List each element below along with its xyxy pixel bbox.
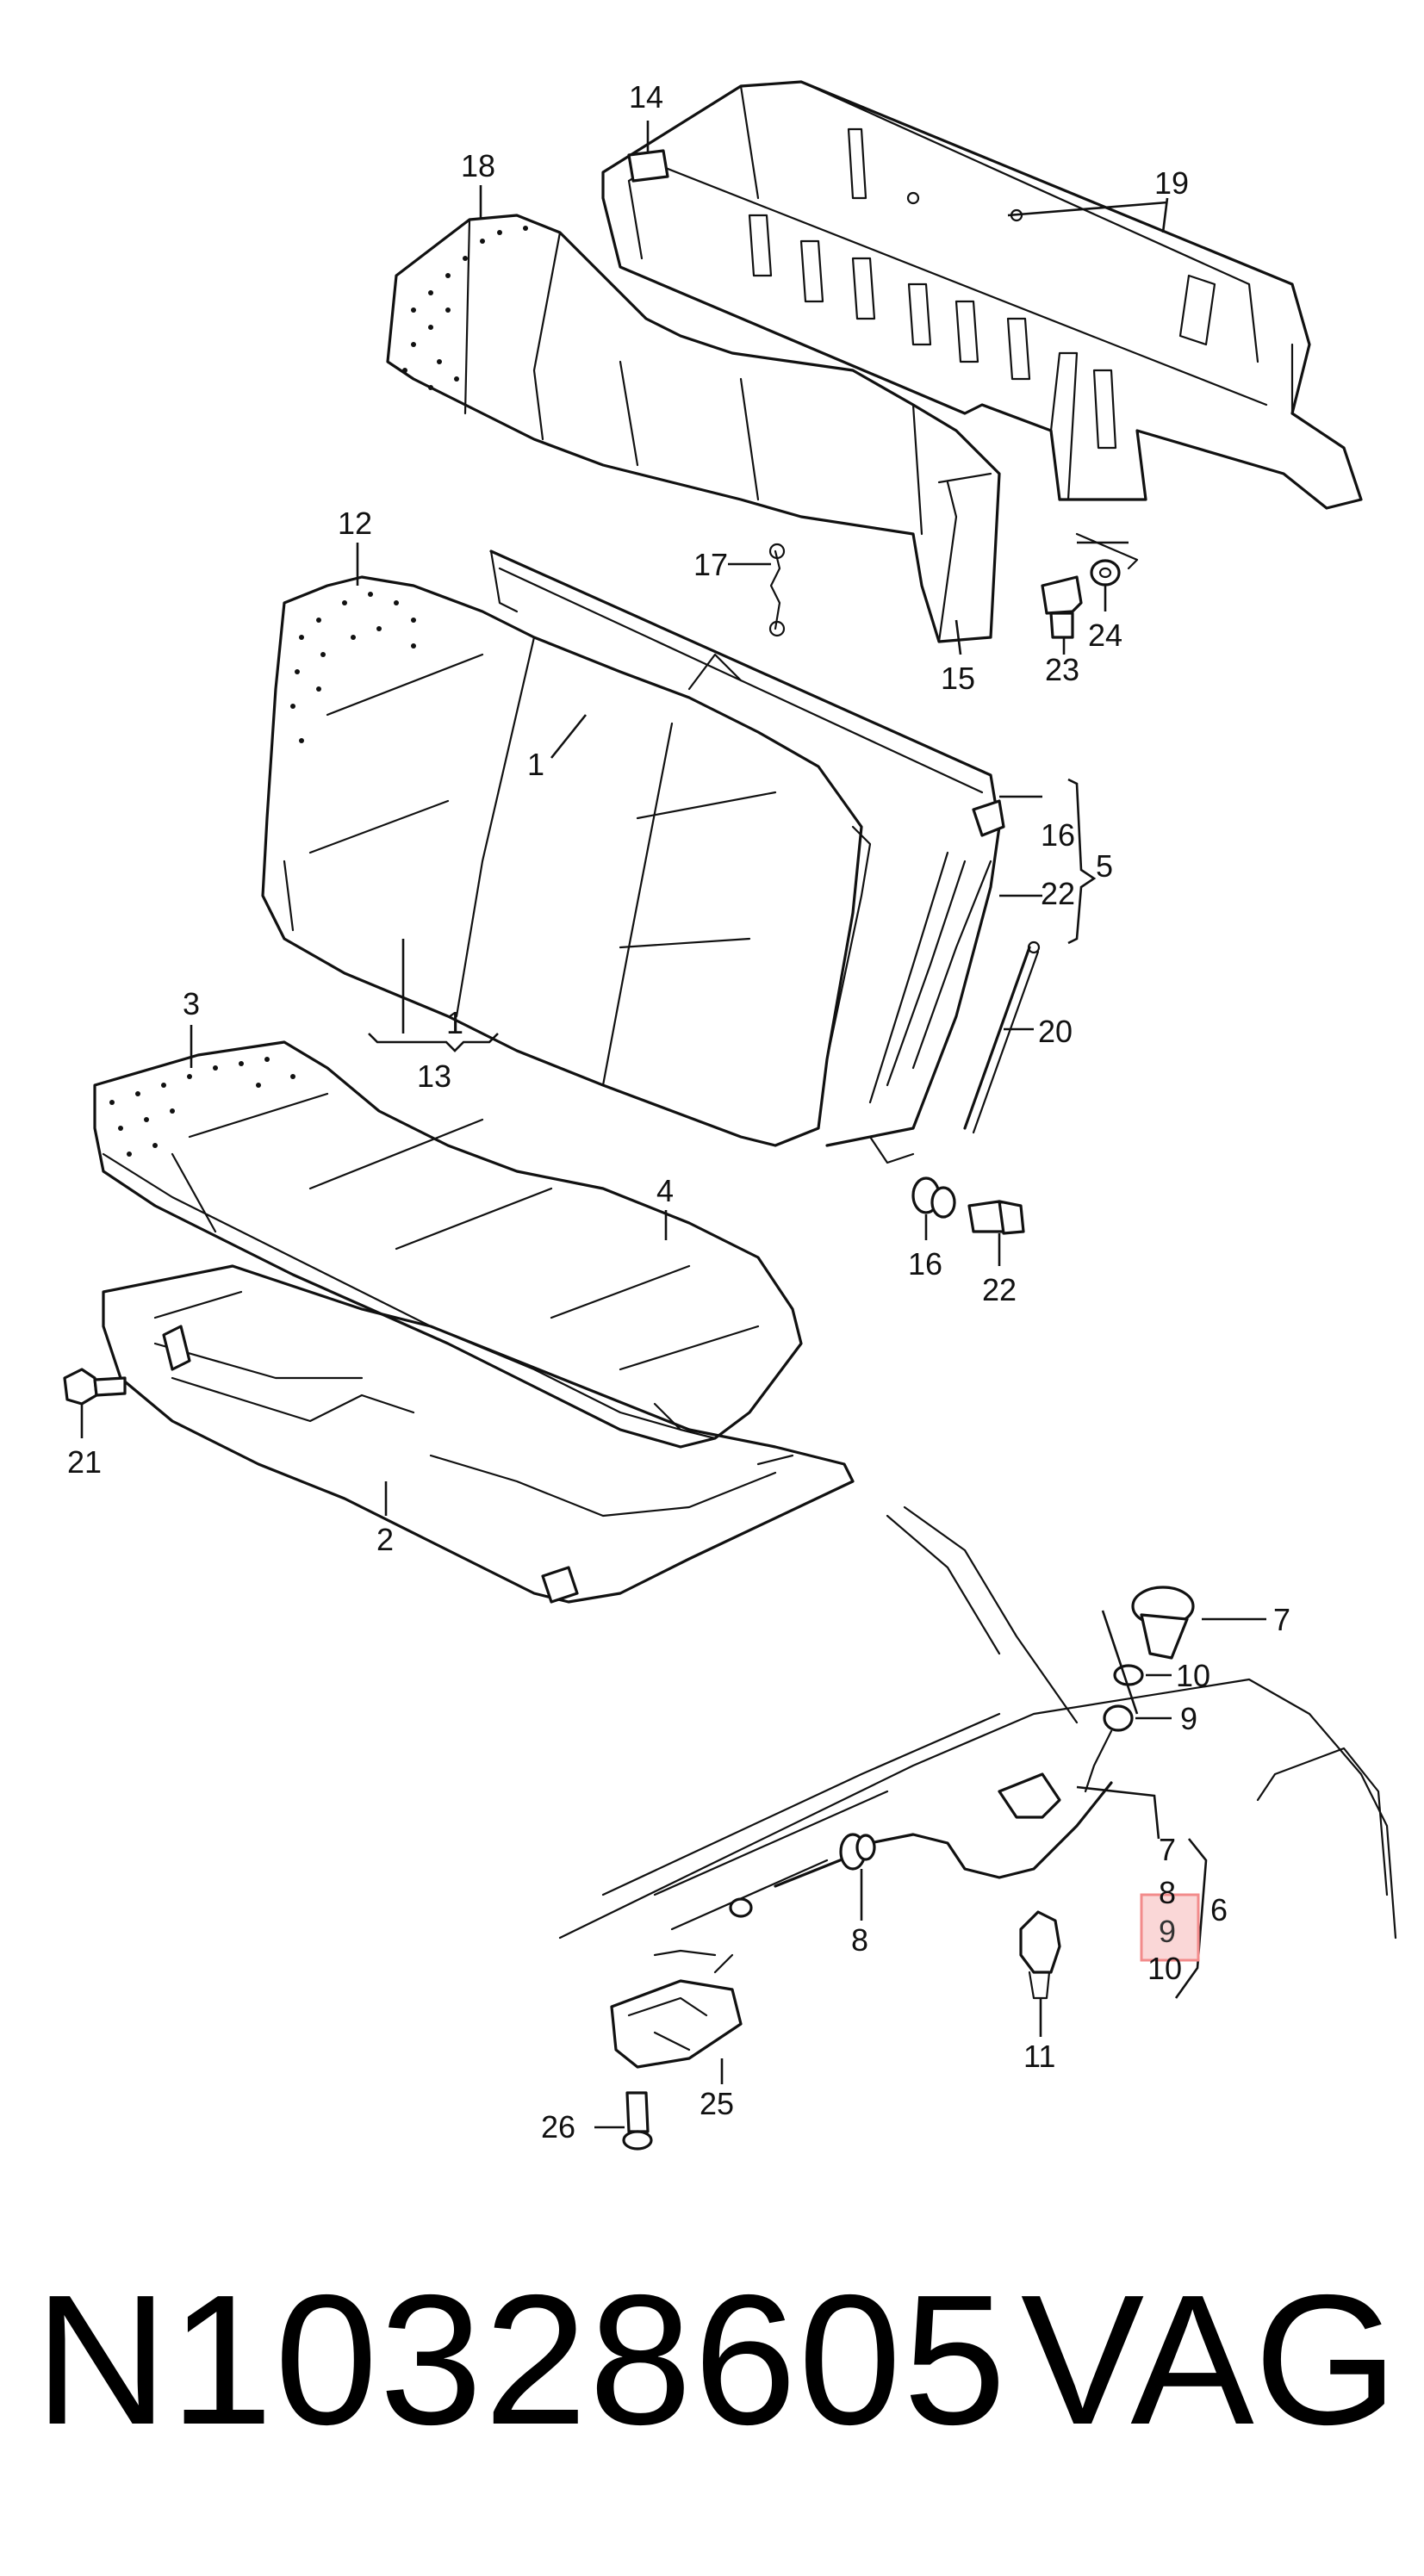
callout-13: 13 [417, 1058, 451, 1094]
callout-16a: 16 [1041, 817, 1075, 853]
highlight-box-9 [1140, 1893, 1200, 1962]
callout-25: 25 [700, 2086, 734, 2121]
callout-16b: 16 [908, 1246, 942, 1282]
screw-21 [63, 1368, 127, 1406]
footer: N10328605 VAG [0, 2248, 1424, 2472]
washer-24 [1090, 559, 1121, 587]
hook-17 [768, 543, 786, 637]
callout-10a: 10 [1176, 1658, 1210, 1693]
latch-25 [610, 1953, 743, 2069]
callout-23: 23 [1045, 652, 1079, 687]
callout-leaders [80, 185, 1266, 2129]
callout-8a: 8 [1159, 1875, 1176, 1910]
rear-panel-19 [601, 80, 1363, 510]
bracket [998, 1772, 1061, 1819]
seat-dot-pattern [109, 1057, 295, 1157]
callout-7b: 7 [1159, 1832, 1176, 1867]
callout-10b: 10 [1147, 1951, 1182, 1986]
knob-7 [1131, 1586, 1195, 1660]
callout-12: 12 [338, 506, 372, 541]
release-cable-8 [774, 1781, 1113, 1888]
callout-9a: 9 [1180, 1701, 1197, 1736]
seat-cushion-4 [93, 1040, 803, 1449]
callout-18: 18 [461, 148, 495, 183]
callout-24: 24 [1088, 618, 1122, 653]
callout-15: 15 [941, 661, 975, 696]
callout-8b: 8 [851, 1922, 868, 1958]
callout-labels: 14 18 19 12 17 1 16 22 5 20 15 23 24 3 1… [67, 79, 1290, 2145]
trunk-body-outline [558, 1505, 1397, 1940]
clip-14 [627, 121, 669, 183]
backrest-dot-pattern [290, 592, 416, 743]
callout-20: 20 [1038, 1014, 1073, 1049]
callout-7a: 7 [1273, 1602, 1290, 1637]
cable-end [653, 1897, 753, 1957]
backrest-frame-5 [489, 549, 1005, 1164]
bolt-23 [1041, 575, 1083, 639]
part-number: N10328605 [34, 2256, 1008, 2463]
callout-6: 6 [1210, 1892, 1228, 1927]
callout-9b: 9 [1159, 1914, 1176, 1949]
callout-17: 17 [693, 547, 728, 582]
washer-10 [1113, 1664, 1144, 1686]
callout-22b: 22 [982, 1272, 1017, 1307]
bolt-22 [967, 1200, 1025, 1235]
callout-4: 4 [656, 1173, 674, 1208]
clip-11 [1019, 1910, 1061, 2000]
callout-11: 11 [1023, 2039, 1055, 2074]
brand-label: VAG [1020, 2256, 1398, 2463]
callout-22a: 22 [1041, 876, 1075, 911]
backrest-12 [261, 575, 872, 1147]
seat-frame-2 [102, 1264, 855, 1604]
callout-26: 26 [541, 2109, 575, 2145]
bolt-26 [622, 2091, 653, 2151]
callout-3: 3 [183, 986, 200, 1021]
cushion-dot-pattern [402, 226, 528, 390]
nut-9 [1103, 1704, 1134, 1732]
callout-2: 2 [376, 1522, 394, 1557]
callout-1b: 1 [446, 1005, 463, 1040]
callout-1a: 1 [527, 747, 544, 782]
parts-diagram: 14 18 19 12 17 1 16 22 5 20 15 23 24 3 1… [63, 79, 1397, 2151]
backrest-cushion-18 [386, 214, 1001, 643]
gas-strut-20 [963, 940, 1041, 1134]
bushing-16 [911, 1176, 956, 1219]
callout-21: 21 [67, 1444, 102, 1480]
callout-14: 14 [629, 79, 663, 115]
callout-19: 19 [1154, 165, 1189, 201]
callout-5: 5 [1096, 848, 1113, 884]
